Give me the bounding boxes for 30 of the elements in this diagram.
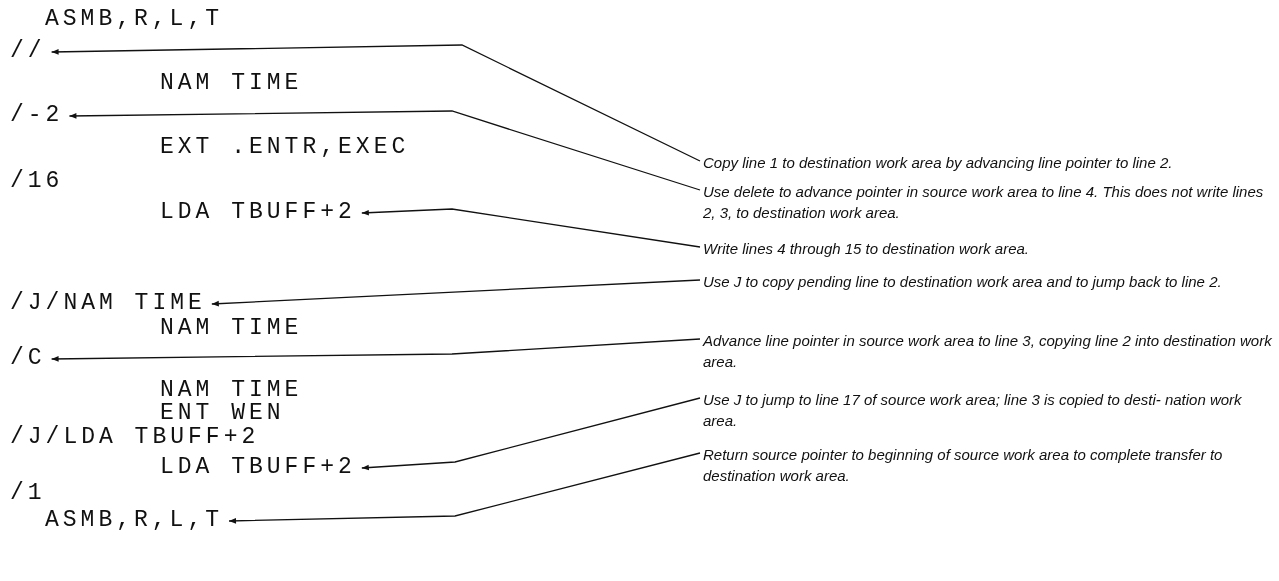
note-text: Copy line 1 to destination work area by advancing line pointer to line 2. [703, 152, 1273, 173]
leader-line [50, 44, 701, 162]
code-line: /1 [10, 480, 46, 506]
code-line: ENT WEN [160, 400, 285, 426]
leader-line [50, 338, 701, 362]
leader-line [211, 279, 701, 307]
code-line: NAM TIME [160, 70, 303, 96]
leader-line [361, 208, 701, 248]
note-text: Use J to jump to line 17 of source work area; line 3 is copied to desti- nation work area. [703, 389, 1273, 431]
code-line: ASMB,R,L,T [45, 507, 224, 533]
code-line: EXT .ENTR,EXEC [160, 134, 410, 160]
code-line: ASMB,R,L,T [45, 6, 224, 32]
note-text: Return source pointer to beginning of source work area to complete transfer to destination work area. [703, 444, 1273, 486]
code-line: NAM TIME [160, 315, 303, 341]
code-line: /16 [10, 168, 64, 194]
code-line: /-2 [10, 102, 64, 128]
code-line: /J/LDA TBUFF+2 [10, 424, 260, 450]
leader-line [361, 397, 701, 471]
note-text: Advance line pointer in source work area to line 3, copying line 2 into destination work area. [703, 330, 1273, 372]
leader-line [228, 452, 701, 524]
code-line: LDA TBUFF+2 [160, 454, 356, 480]
note-text: Use delete to advance pointer in source work area to line 4. This does not write lines 2, 3, to destination work area. [703, 181, 1273, 223]
code-line: // [10, 38, 46, 64]
leader-line [68, 110, 701, 191]
note-text: Use J to copy pending line to destination work area and to jump back to line 2. [703, 271, 1273, 292]
code-line: /J/NAM TIME [10, 290, 206, 316]
code-line: NAM TIME [160, 377, 303, 403]
code-line: LDA TBUFF+2 [160, 199, 356, 225]
code-line: /C [10, 345, 46, 371]
note-text: Write lines 4 through 15 to destination work area. [703, 238, 1273, 259]
